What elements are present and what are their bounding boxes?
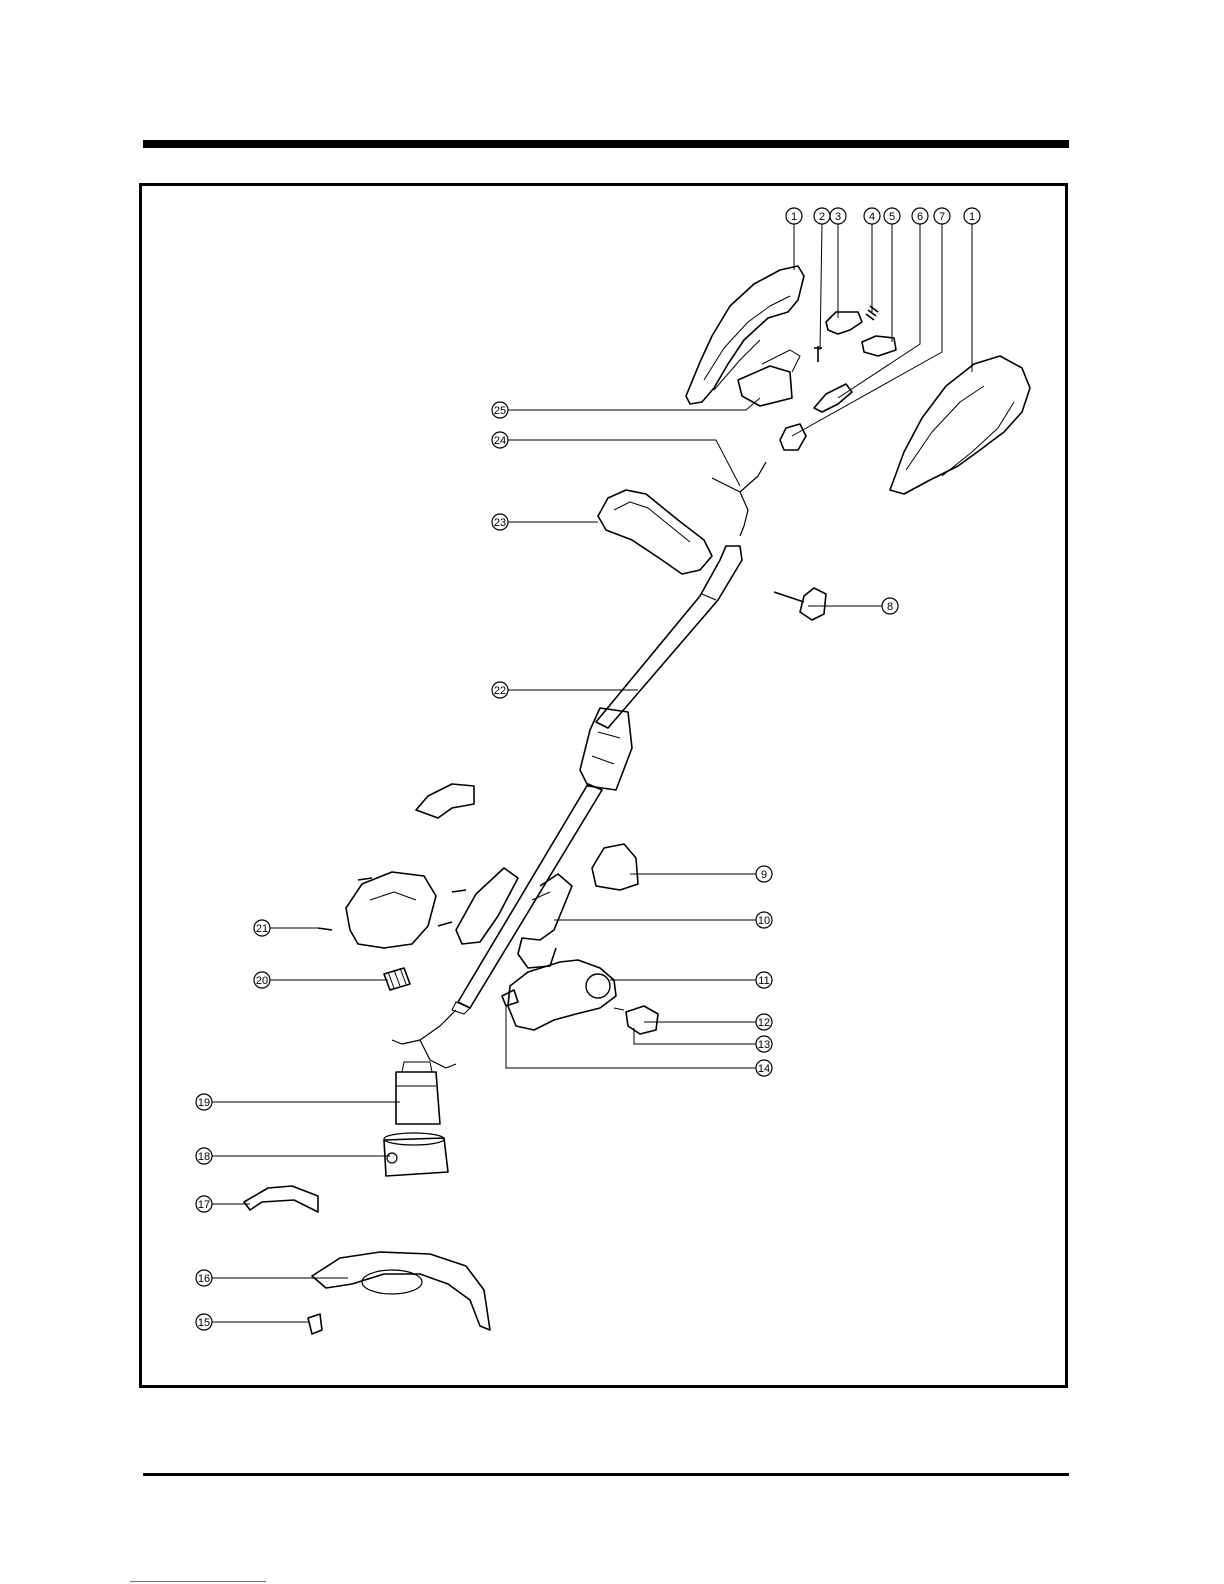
callout-12: 12: [756, 1014, 772, 1030]
footer-link-underline[interactable]: [130, 1581, 266, 1582]
callout-label: 7: [939, 211, 945, 223]
callout-label: 16: [198, 1273, 210, 1285]
screw: [318, 878, 466, 930]
lower-shaft: [458, 784, 602, 1008]
cutting-guard: [312, 1252, 490, 1330]
callout-label: 15: [198, 1317, 210, 1329]
callout-label: 22: [494, 685, 506, 697]
callout-8: 8: [882, 598, 898, 614]
callout-label: 17: [198, 1199, 210, 1211]
callout-label: 19: [198, 1097, 210, 1109]
callout-25: 25: [492, 402, 508, 418]
switch-small: [780, 424, 806, 450]
callout-label: 1: [969, 211, 975, 223]
small-clip: [502, 990, 518, 1006]
lock-lever: [814, 384, 852, 412]
callout-label: 13: [758, 1039, 770, 1051]
callout-18: 18: [196, 1148, 212, 1164]
callout-label: 11: [758, 975, 769, 987]
callout-label: 25: [494, 405, 506, 417]
callout-9: 9: [756, 866, 772, 882]
callout-label: 4: [869, 211, 875, 223]
bump-knob: [626, 1006, 658, 1034]
front-handle: [598, 490, 712, 574]
callout-24: 24: [492, 432, 508, 448]
callout-21: 21: [254, 920, 270, 936]
callout-11: 11: [756, 972, 772, 988]
callout-label: 9: [761, 869, 767, 881]
callout-3: 3: [830, 208, 846, 224]
right-handle-half: [890, 356, 1030, 494]
callout-label: 2: [819, 211, 825, 223]
top-cover: [416, 784, 474, 818]
callout-label: 20: [256, 975, 268, 987]
line-cutter: [308, 1314, 322, 1334]
callout-label: 10: [758, 915, 770, 927]
switch-block: [862, 336, 896, 356]
motor-wires: [392, 1010, 456, 1068]
footer-rule: [143, 1473, 1069, 1476]
callout-label: 3: [835, 211, 841, 223]
callout-label: 5: [889, 211, 895, 223]
callout-23: 23: [492, 514, 508, 530]
head-housing: [508, 960, 616, 1030]
leader-lines: [212, 224, 972, 1322]
callout-label: 24: [494, 435, 506, 447]
callout-20: 20: [254, 972, 270, 988]
motor-cover-half: [456, 868, 518, 944]
callout-22: 22: [492, 682, 508, 698]
callout-label: 21: [256, 923, 268, 935]
callout-17: 17: [196, 1196, 212, 1212]
callout-5: 5: [884, 208, 900, 224]
callout-14: 14: [756, 1060, 772, 1076]
callout-19: 19: [196, 1094, 212, 1110]
left-handle-half: [686, 266, 804, 404]
motor-housing: [346, 872, 436, 948]
trigger: [826, 312, 862, 334]
adjust-knob: [774, 588, 826, 620]
callout-label: 18: [198, 1151, 210, 1163]
shaft-collar: [580, 708, 632, 790]
callout-16: 16: [196, 1270, 212, 1286]
callout-4: 4: [864, 208, 880, 224]
callout-label: 8: [887, 601, 893, 613]
motor: [396, 1072, 440, 1124]
pcb-bracket: [738, 366, 792, 406]
callout-7: 7: [934, 208, 950, 224]
callout-label: 14: [758, 1063, 770, 1075]
callout-1: 1: [786, 208, 802, 224]
callout-10: 10: [756, 912, 772, 928]
callout-6: 6: [912, 208, 928, 224]
callout-13: 13: [756, 1036, 772, 1052]
wire-harness: [712, 462, 766, 536]
callout-label: 23: [494, 517, 506, 529]
callout-15: 15: [196, 1314, 212, 1330]
guard-cap: [592, 844, 638, 890]
callout-2: 2: [814, 208, 830, 224]
edge-guide: [244, 1186, 318, 1212]
screw-small: [814, 346, 822, 362]
callout-label: 6: [917, 211, 923, 223]
callout-label: 12: [758, 1017, 770, 1029]
callout-label: 1: [791, 211, 797, 223]
upper-shaft: [596, 546, 742, 728]
callout-1: 1: [964, 208, 980, 224]
